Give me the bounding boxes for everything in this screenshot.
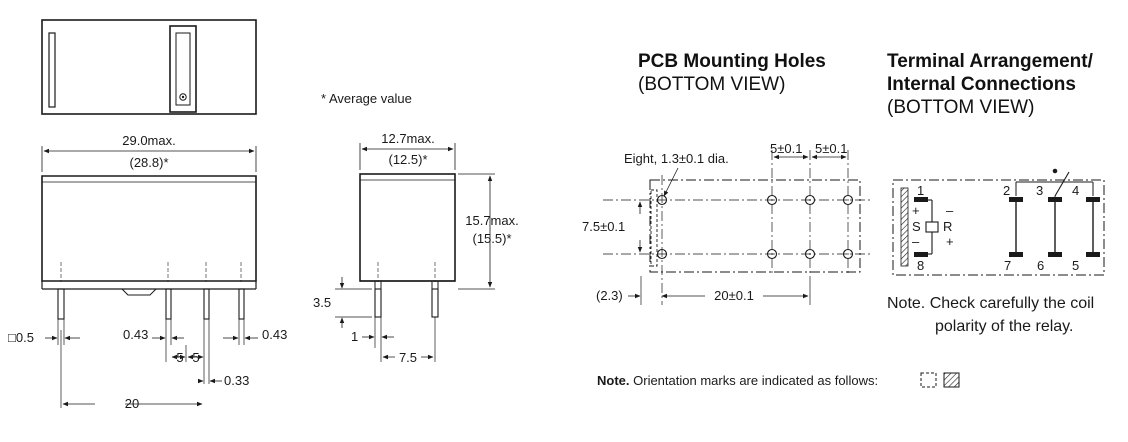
relay-end-view [335, 143, 495, 362]
end-height-avg: (15.5)* [472, 231, 511, 246]
hole [766, 194, 778, 206]
relay-top-view [41, 19, 257, 115]
average-value-note: * Average value [321, 91, 412, 106]
pcb-span: 20±0.1 [714, 288, 754, 303]
holes-label: Eight, 1.3±0.1 dia. [624, 151, 729, 166]
coil-set-minus: – [912, 234, 920, 249]
orientation-hatch-mark [900, 187, 909, 267]
hole [804, 248, 816, 260]
side-width-avg: (28.8)* [129, 155, 168, 170]
side-width-max: 29.0max. [122, 133, 175, 148]
pin-label-3: 3 [1036, 183, 1043, 198]
pcb-title: PCB Mounting Holes [638, 51, 826, 72]
pin-pitch-b: 5 [192, 350, 199, 365]
pcb-row-spacing: 7.5±0.1 [582, 219, 625, 234]
orientation-dot-icon [179, 93, 187, 101]
pin-label-8: 8 [917, 258, 924, 273]
pcb-offset: (2.3) [596, 288, 623, 303]
hole [656, 248, 668, 260]
pin-label-4: 4 [1072, 183, 1079, 198]
terminal-diagram [892, 168, 1105, 276]
hole [842, 194, 854, 206]
orientation-mark-hatched-icon [943, 372, 960, 388]
pin-offset: 0.33 [224, 373, 249, 388]
hole [766, 248, 778, 260]
terminal-title-line2: Internal Connections [887, 74, 1076, 95]
pin-label-7: 7 [1004, 258, 1011, 273]
coil-note-line1: Note. Check carefully the coil [887, 295, 1094, 312]
pin-label-2: 2 [1003, 183, 1010, 198]
terminal-title-line1: Terminal Arrangement/ [887, 51, 1094, 72]
relay-side-view [41, 146, 258, 408]
end-pin-pitch: 7.5 [399, 350, 417, 365]
pin-span: 20 [125, 396, 139, 411]
terminal-size: □0.5 [8, 330, 34, 345]
terminal-pads [914, 197, 1100, 257]
pcb-subtitle: (BOTTOM VIEW) [638, 74, 785, 95]
end-pin-length: 3.5 [313, 295, 331, 310]
end-width-avg: (12.5)* [388, 152, 427, 167]
pin-width-1: 0.43 [123, 327, 148, 342]
coil-reset-label: R [943, 219, 952, 234]
end-height-max: 15.7max. [465, 213, 518, 228]
coil-set-plus: + [912, 203, 920, 218]
pin-label-5: 5 [1072, 258, 1079, 273]
pin-width-2: 0.43 [262, 327, 287, 342]
coil-set-label: S [912, 219, 921, 234]
pin-label-1: 1 [917, 183, 924, 198]
pin-pitch-a: 5 [176, 350, 183, 365]
hole [842, 248, 854, 260]
hole [804, 194, 816, 206]
pin-label-6: 6 [1037, 258, 1044, 273]
orientation-note: Note. Orientation marks are indicated as… [597, 373, 878, 388]
end-width-max: 12.7max. [381, 131, 434, 146]
hole [656, 194, 668, 206]
terminal-subtitle: (BOTTOM VIEW) [887, 97, 1034, 118]
pcb-pitch-a: 5±0.1 [770, 141, 802, 156]
coil-reset-plus: + [946, 234, 954, 249]
pcb-pitch-b: 5±0.1 [815, 141, 847, 156]
coil-reset-minus: – [946, 203, 954, 218]
pcb-holes-drawing [603, 150, 872, 305]
orientation-mark-dashed-icon [920, 372, 937, 388]
end-pin-width: 1 [351, 329, 358, 344]
coil-note-line2: polarity of the relay. [935, 318, 1073, 335]
